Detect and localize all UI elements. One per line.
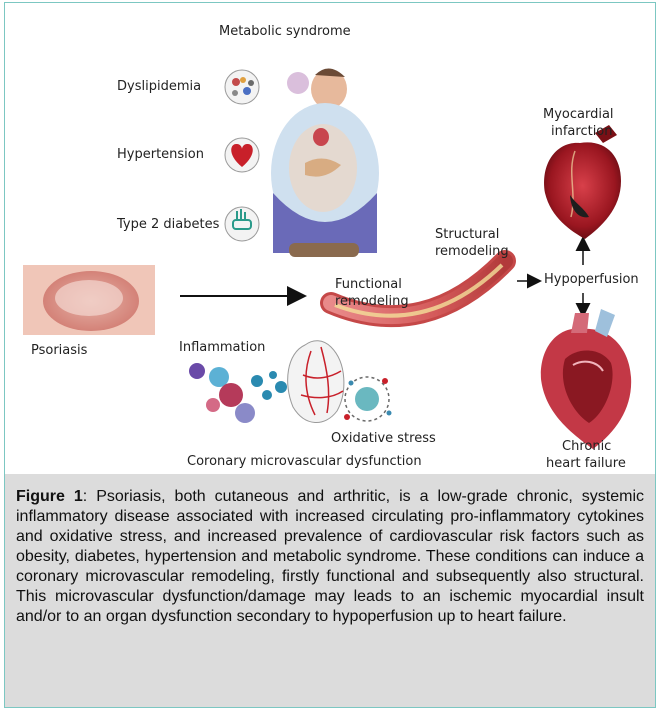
label-functional-remodeling-1: Functional bbox=[335, 277, 402, 293]
label-inflammation: Inflammation bbox=[179, 340, 265, 356]
label-oxidative-stress: Oxidative stress bbox=[331, 431, 436, 447]
label-type2-diabetes: Type 2 diabetes bbox=[117, 217, 219, 233]
figure-caption: Figure 1: Psoriasis, both cutaneous and … bbox=[16, 487, 644, 627]
heart-icon bbox=[225, 138, 259, 172]
insulin-pen-icon bbox=[225, 207, 259, 241]
obese-person-illustration bbox=[271, 68, 379, 257]
lipid-icon bbox=[225, 70, 259, 104]
heart-illustration bbox=[541, 309, 631, 449]
label-myocardial-infarction-1: Myocardial bbox=[543, 107, 614, 123]
caption-label: Figure 1 bbox=[16, 488, 83, 505]
inflammation-cells-illustration bbox=[189, 363, 287, 423]
label-chronic-heart-failure-1: Chronic bbox=[562, 439, 611, 455]
label-chronic-heart-failure-2: heart failure bbox=[546, 456, 626, 472]
label-functional-remodeling-2: remodeling bbox=[335, 294, 409, 310]
label-structural-remodeling-2: remodeling bbox=[435, 244, 509, 260]
label-metabolic-syndrome: Metabolic syndrome bbox=[219, 24, 351, 40]
figure-panel: Metabolic syndrome Dyslipidemia Hyperten… bbox=[5, 3, 655, 471]
figure-graphics bbox=[5, 3, 655, 471]
label-hypertension: Hypertension bbox=[117, 147, 204, 163]
infarcted-heart-image bbox=[544, 125, 621, 239]
label-hypoperfusion: Hypoperfusion bbox=[544, 272, 639, 288]
label-dyslipidemia: Dyslipidemia bbox=[117, 79, 201, 95]
label-structural-remodeling-1: Structural bbox=[435, 227, 499, 243]
label-psoriasis: Psoriasis bbox=[31, 343, 87, 359]
caption-text: : Psoriasis, both cutaneous and arthriti… bbox=[16, 488, 644, 625]
label-myocardial-infarction-2: infarction bbox=[551, 124, 613, 140]
psoriasis-skin-image bbox=[23, 265, 155, 335]
coronary-vessels-illustration bbox=[288, 341, 344, 423]
label-coronary-microvascular-dysfunction: Coronary microvascular dysfunction bbox=[187, 454, 422, 470]
oxidative-stress-cell-illustration bbox=[344, 377, 392, 421]
